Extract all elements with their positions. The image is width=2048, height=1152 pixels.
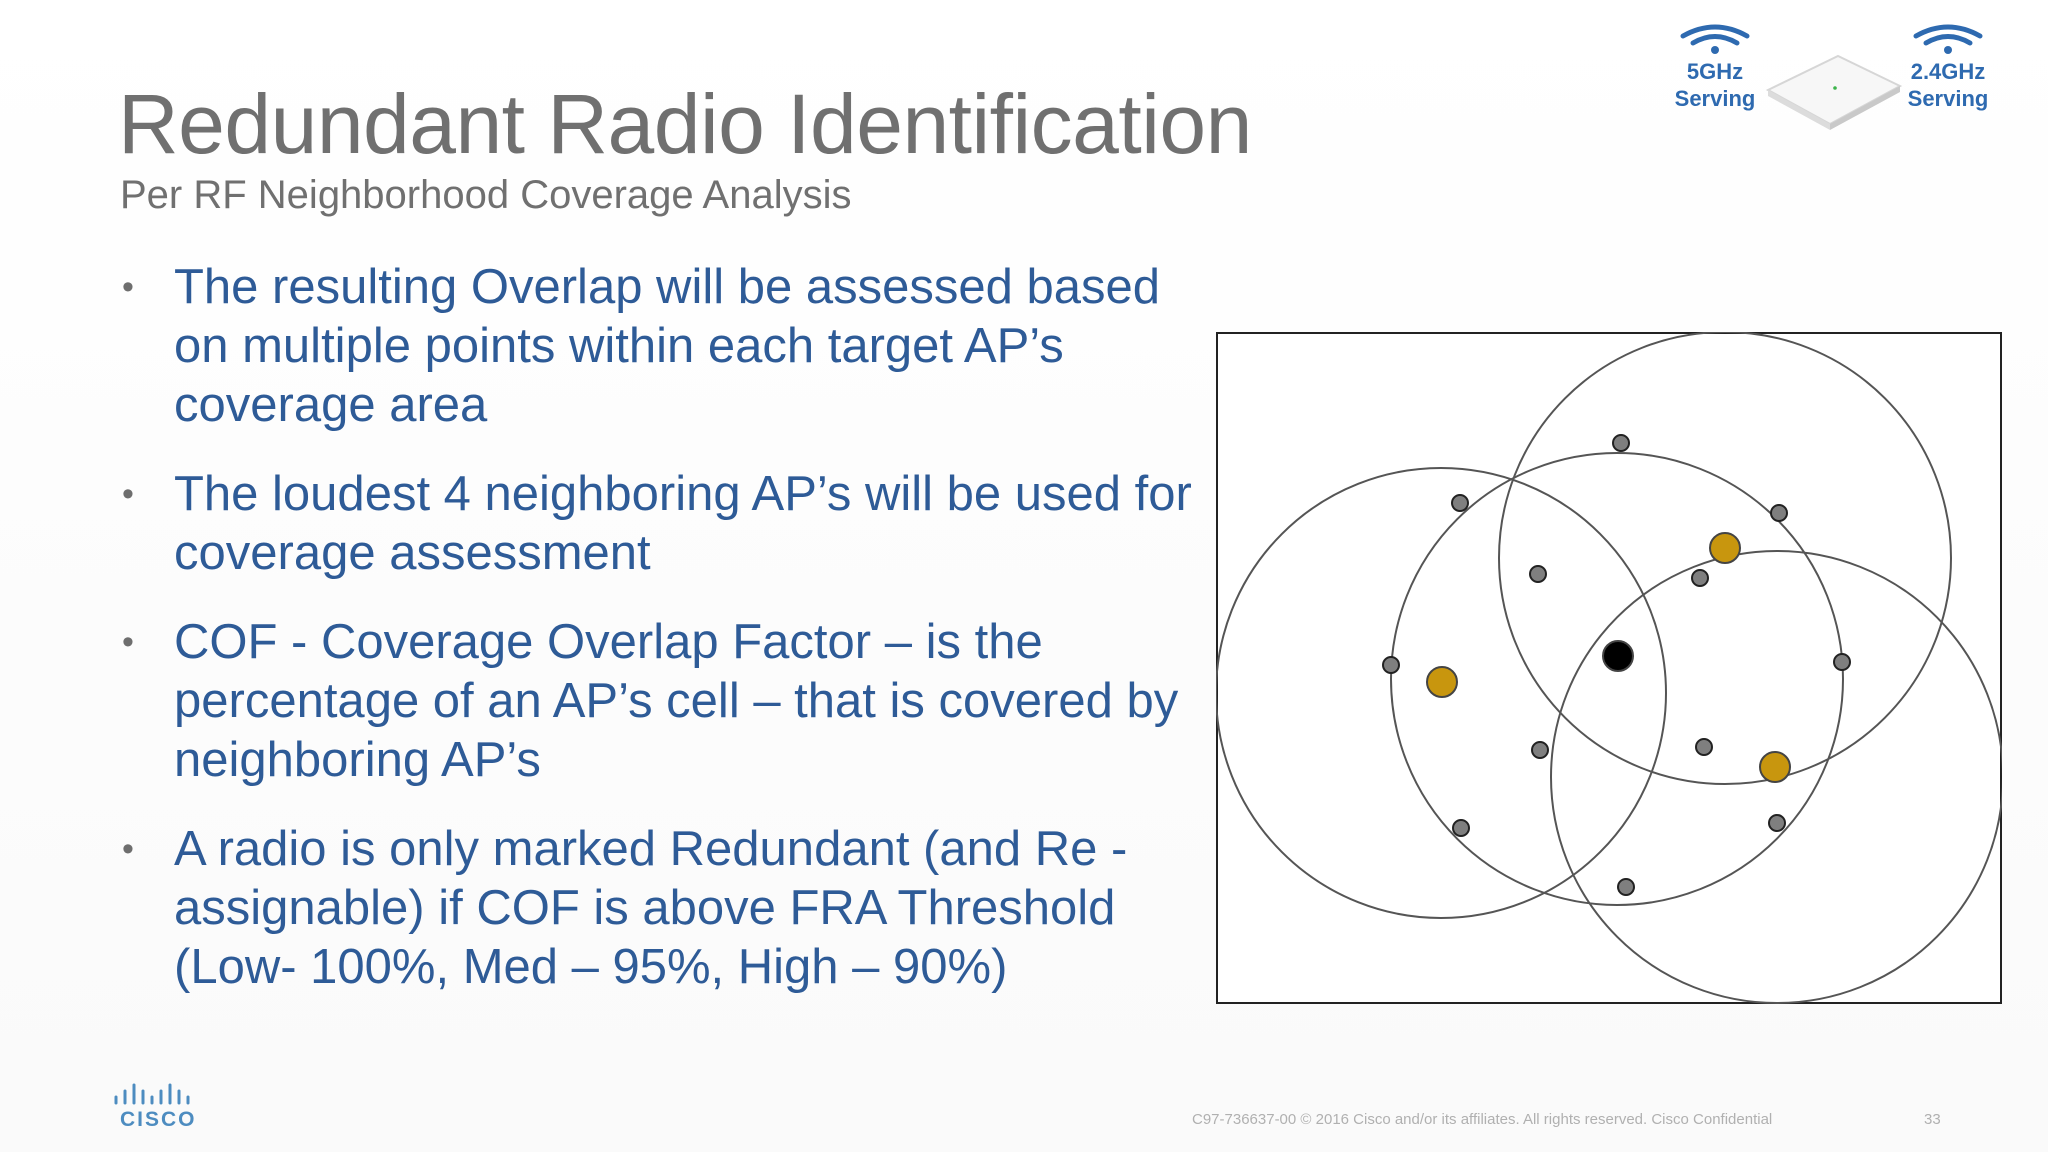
neighbor-ap-marker (1709, 532, 1741, 564)
neighbor-coverage-circle (1216, 467, 1667, 919)
bullet-text: The resulting Overlap will be assessed b… (174, 260, 1160, 432)
bullet-text: The loudest 4 neighboring AP’s will be u… (174, 467, 1192, 580)
24ghz-serving-badge: 2.4GHz Serving (1883, 24, 2013, 112)
slide-title: Redundant Radio Identification (118, 77, 1252, 171)
cisco-wordmark: CISCO (120, 1108, 197, 1131)
bullet-marker: • (122, 475, 134, 513)
sample-point (1833, 653, 1851, 671)
neighbor-coverage-circle (1498, 332, 1952, 785)
bullet-item: • COF - Coverage Overlap Factor – is the… (120, 613, 1200, 790)
sample-point (1617, 878, 1635, 896)
bullet-marker: • (122, 268, 134, 306)
neighbor-coverage-circle (1550, 550, 2002, 1004)
cisco-logo: CISCO (112, 1082, 198, 1132)
coverage-overlap-diagram (1216, 332, 2002, 1004)
bullet-text: A radio is only marked Redundant (and Re… (174, 822, 1128, 994)
5ghz-serving-badge: 5GHz Serving (1650, 24, 1780, 112)
sample-point (1768, 814, 1786, 832)
wifi-icon (1913, 24, 1983, 54)
sample-point (1531, 741, 1549, 759)
target-coverage-circle (1390, 452, 1844, 906)
5ghz-serving-label: 5GHz Serving (1674, 59, 1756, 111)
page-number: 33 (1924, 1111, 1941, 1128)
footer-copyright: C97-736637-00 © 2016 Cisco and/or its af… (1192, 1111, 1773, 1128)
slide-subtitle: Per RF Neighborhood Coverage Analysis (120, 173, 852, 217)
sample-point (1382, 656, 1400, 674)
bullet-marker: • (122, 830, 134, 868)
sample-point (1695, 738, 1713, 756)
sample-point (1691, 569, 1709, 587)
access-point-icon (1765, 54, 1903, 130)
wifi-icon (1680, 24, 1750, 54)
bullet-list: • The resulting Overlap will be assessed… (120, 258, 1200, 1027)
target-ap-marker (1602, 640, 1634, 672)
sample-point (1612, 434, 1630, 452)
sample-point (1529, 565, 1547, 583)
bullet-marker: • (122, 623, 134, 661)
bullet-item: • A radio is only marked Redundant (and … (120, 820, 1200, 997)
sample-point (1451, 494, 1469, 512)
bullet-item: • The loudest 4 neighboring AP’s will be… (120, 465, 1200, 583)
cisco-bars-icon (114, 1083, 190, 1105)
neighbor-ap-marker (1426, 666, 1458, 698)
sample-point (1770, 504, 1788, 522)
bullet-text: COF - Coverage Overlap Factor – is the p… (174, 615, 1179, 787)
neighbor-ap-marker (1759, 751, 1791, 783)
sample-point (1452, 819, 1470, 837)
24ghz-serving-label: 2.4GHz Serving (1907, 59, 1989, 111)
bullet-item: • The resulting Overlap will be assessed… (120, 258, 1200, 435)
